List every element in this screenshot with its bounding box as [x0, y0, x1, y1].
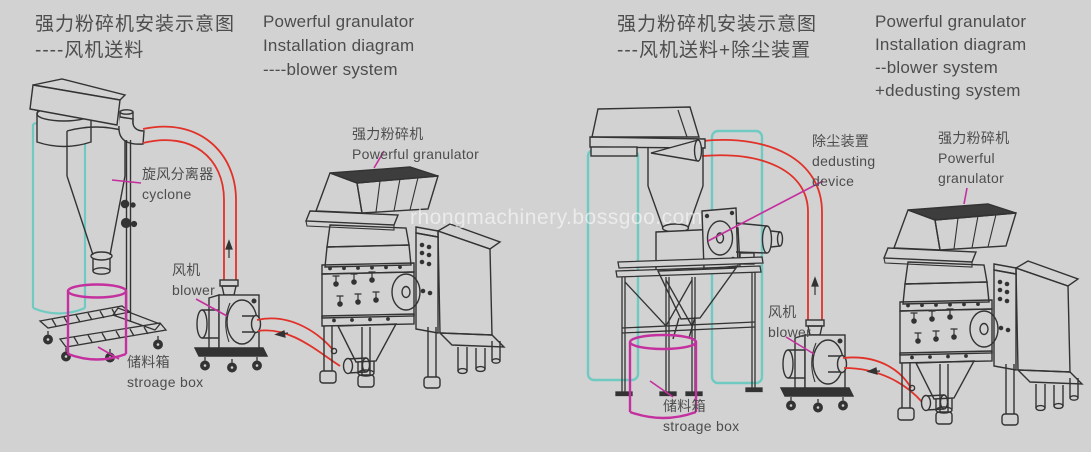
left-title-zh-line1: 强力粉碎机安装示意图: [35, 14, 236, 35]
left-title-en-line2: Installation diagram: [263, 36, 415, 55]
right-granulator-label-zh: 强力粉碎机: [938, 130, 1010, 146]
right-title-en-line4: +dedusting system: [875, 81, 1021, 100]
left-title-en-line3: ----blower system: [263, 60, 398, 79]
cyclone-drawing: [647, 139, 704, 233]
watermark: rhongmachinery.bossgoo.com: [410, 206, 703, 229]
left-granulator-label-zh: 强力粉碎机: [352, 126, 424, 142]
dedusting-label: 除尘装置 dedusting device: [812, 131, 875, 191]
flow-arrow-icon: [811, 276, 819, 295]
right-storage-label-en: stroage box: [663, 418, 740, 434]
left-diagram-drawing: [29, 78, 504, 388]
left-storage-label-en: stroage box: [127, 374, 204, 390]
right-granulator-label: 强力粉碎机 Powerful granulator: [938, 128, 1010, 188]
feed-pipe: [701, 139, 823, 320]
right-title-en-line1: Powerful granulator: [875, 12, 1027, 31]
dedusting-label-en1: dedusting: [812, 153, 876, 169]
cyclone-drawing: [66, 109, 145, 275]
granulator-drawing: [884, 204, 1082, 425]
right-blower-label-en: blower: [768, 324, 812, 340]
label-leader-lines: [649, 180, 968, 398]
cyclone-label: 旋风分离器 cyclone: [142, 164, 214, 204]
flow-arrow-icon: [866, 367, 881, 375]
right-blower-label-zh: 风机: [768, 304, 797, 320]
label-leader-lines: [97, 150, 385, 360]
transfer-pipe: [842, 356, 923, 403]
left-blower-label: 风机 blower: [172, 260, 215, 300]
left-title-en-line1: Powerful granulator: [263, 12, 415, 31]
trolley-base: [38, 305, 168, 363]
cyclone-label-zh: 旋风分离器: [142, 166, 214, 182]
right-blower-label: 风机 blower: [768, 302, 811, 342]
left-blower-label-zh: 风机: [172, 262, 201, 278]
left-granulator-label: 强力粉碎机 Powerful granulator: [352, 124, 479, 164]
storage-box-outline: [628, 333, 698, 420]
right-title-zh-line2: ---风机送料+除尘装置: [617, 40, 812, 61]
right-storage-label: 储料箱 stroage box: [663, 396, 739, 436]
flow-arrow-icon: [225, 239, 233, 258]
dedusting-label-en2: device: [812, 173, 855, 189]
transfer-pipe: [256, 317, 341, 367]
right-title-en: Powerful granulator Installation diagram…: [875, 10, 1026, 102]
right-granulator-label-en2: granulator: [938, 170, 1005, 186]
granulator-drawing: [306, 167, 504, 388]
flow-arrow-icon: [274, 330, 289, 338]
right-title-en-line3: --blower system: [875, 58, 998, 77]
right-granulator-label-en1: Powerful: [938, 150, 995, 166]
cyclone-label-en: cyclone: [142, 186, 192, 202]
dedusting-label-zh: 除尘装置: [812, 133, 870, 149]
storage-box-outline: [66, 283, 128, 361]
left-title-zh-line2: ----风机送料: [35, 40, 145, 61]
feed-pipe: [142, 125, 237, 280]
right-title-zh: 强力粉碎机安装示意图 ---风机送料+除尘装置: [617, 12, 817, 64]
left-title-en: Powerful granulator Installation diagram…: [263, 10, 414, 82]
right-title-zh-line1: 强力粉碎机安装示意图: [617, 14, 818, 35]
filter-bag-outline: [31, 119, 87, 315]
left-storage-label-zh: 储料箱: [127, 354, 170, 370]
right-title-en-line2: Installation diagram: [875, 35, 1027, 54]
right-storage-label-zh: 储料箱: [663, 398, 706, 414]
right-diagram-drawing: [586, 106, 1082, 425]
left-title-zh: 强力粉碎机安装示意图 ----风机送料: [35, 12, 235, 64]
left-granulator-label-en: Powerful granulator: [352, 146, 480, 162]
left-blower-label-en: blower: [172, 282, 216, 298]
left-storage-label: 储料箱 stroage box: [127, 352, 203, 392]
